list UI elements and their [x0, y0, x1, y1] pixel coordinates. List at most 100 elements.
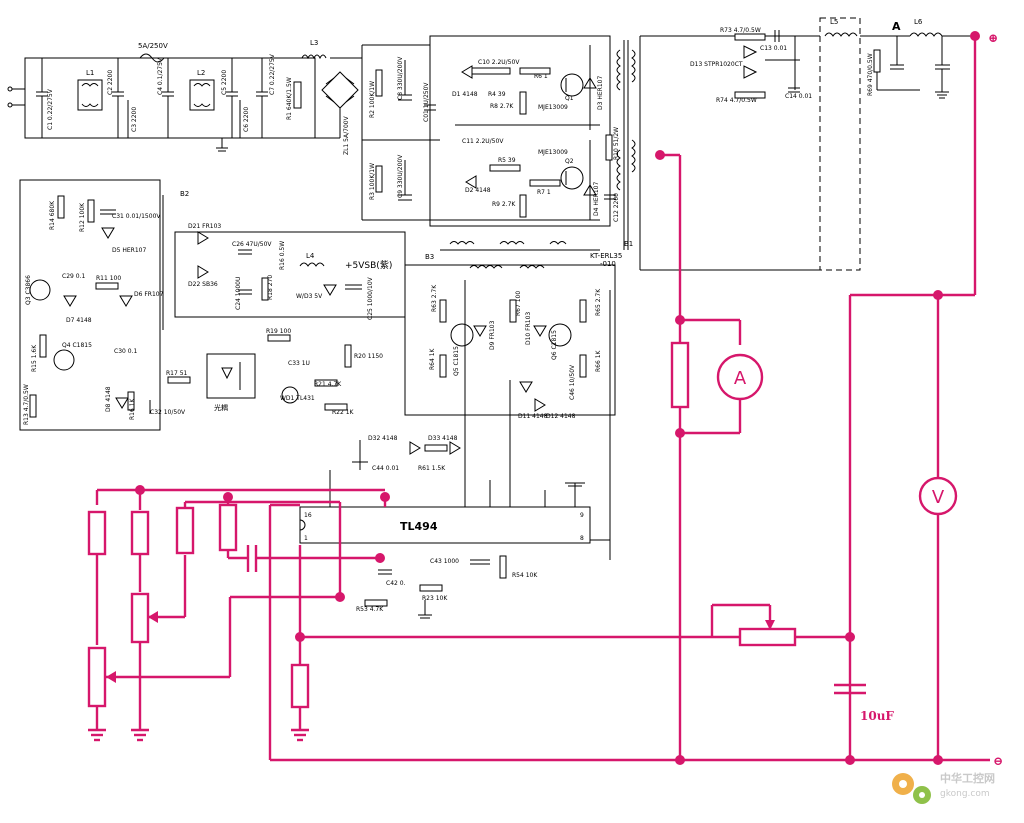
b1-part2-label: -010: [600, 260, 616, 268]
r8-label: R8 2.7K: [490, 103, 514, 110]
l3-label: L3: [310, 39, 318, 47]
r74-label: R74 4.7/0.5W: [716, 97, 757, 104]
load-resistor: [670, 341, 690, 409]
r69-label: R69 470/0.5W: [867, 53, 874, 96]
l5-label: L5: [830, 18, 838, 26]
r11-label: R11 100: [96, 275, 121, 282]
minus-terminal: ⊖: [993, 754, 1003, 768]
d13-label: D13 STPR1020CT: [690, 61, 743, 68]
r16-label: R16 1K: [129, 397, 136, 420]
q4-label: Q4 C1815: [62, 342, 92, 349]
q3-label: Q3 C3866: [25, 275, 32, 305]
b2-label: B2: [180, 190, 189, 198]
b1-part-label: KT-ERL35: [590, 252, 622, 260]
r20-label: R20 1150: [354, 353, 383, 360]
l6-label: L6: [914, 18, 923, 26]
d5-label: D5 HER107: [112, 247, 146, 254]
labels: TL494 16 1 9 8 5A/250V +5VSB(紫) 光耦 10uF …: [23, 18, 1003, 768]
d12-label: D12 4148: [546, 413, 576, 420]
watermark: 中华工控网 gkong.com: [892, 771, 995, 804]
r13-label: R13 4.7/0.5W: [23, 384, 30, 425]
ammeter-label: A: [734, 368, 747, 389]
d6-label: D6 FR107: [134, 291, 164, 298]
c8-label: C8 330U/200V: [397, 56, 404, 100]
c43-label: C43 1000: [430, 558, 459, 565]
r10-label: R10 51/2W: [613, 127, 620, 160]
optocoupler-label: 光耦: [214, 403, 228, 412]
c5-label: C5 2200: [221, 70, 228, 95]
c33-label: C33 1U: [288, 360, 310, 367]
d1-label: D1 4148: [452, 91, 478, 98]
r64-label: R64 1K: [429, 347, 436, 370]
d2-label: D2 4148: [465, 187, 491, 194]
feedback-potentiometer: [738, 627, 797, 647]
r54-label: R54 10K: [512, 572, 538, 579]
c01-label: C01 1U/250V: [423, 82, 430, 122]
c31-label: C31 0.01/1500V: [112, 213, 161, 220]
tl494-chip: [299, 280, 611, 619]
tl494-body: [299, 506, 591, 544]
r1-label: R1 640K/1.5W: [286, 77, 293, 120]
c4-label: C4 0.1/275V: [157, 57, 164, 95]
q1-label: Q1: [565, 95, 574, 102]
d22-label: D22 SB36: [188, 281, 218, 288]
r66-label: R66 1K: [595, 349, 602, 372]
r65-label: R65 2.7K: [595, 288, 602, 316]
plus-terminal: ⊕: [988, 31, 998, 45]
voltmeter: [918, 476, 958, 516]
standby-label: +5VSB(紫): [345, 260, 392, 271]
c10-label: C10 2.2U/50V: [478, 59, 520, 66]
r23-label: R23 10K: [422, 595, 448, 602]
r67-label: R67 100: [515, 291, 522, 316]
fuse-label: 5A/250V: [138, 42, 168, 50]
b3-label: B3: [425, 253, 434, 261]
current-marker: A: [892, 20, 901, 33]
c29-label: C29 0.1: [62, 273, 85, 280]
output-filter: [819, 17, 975, 271]
c7-label: C7 0.22/275V: [269, 53, 276, 95]
zl1-label: ZL1 5A/700V: [343, 115, 350, 155]
watermark-domain: gkong.com: [940, 789, 990, 799]
secondary-rectifier: [734, 30, 800, 99]
mains-input-filter: [7, 53, 327, 152]
r6-label: R6 1: [534, 73, 548, 80]
main-transformer: [440, 35, 820, 271]
pin-9-label: 9: [580, 512, 584, 519]
pin-1-label: 1: [304, 535, 308, 542]
r53-label: R53 4.7K: [356, 606, 384, 613]
r14-label: R14 680K: [49, 200, 56, 230]
c30-label: C30 0.1: [114, 348, 137, 355]
modification-overlay: [87, 31, 990, 765]
switching-transistors: [429, 35, 611, 227]
c13-label: C13 0.01: [760, 45, 787, 52]
feedback-diodes: [352, 440, 461, 470]
d8-label: D8 4148: [105, 386, 112, 412]
r5-label: R5 39: [498, 157, 516, 164]
wd1-label: WD1 TL431: [280, 395, 315, 402]
c46-label: C46 10/50V: [569, 364, 576, 400]
b1-label: B1: [624, 240, 633, 248]
c11-label: C11 2.2U/50V: [462, 138, 504, 145]
r21-label: R21 4.7K: [314, 381, 342, 388]
r9-label: R9 2.7K: [492, 201, 516, 208]
c32-label: C32 10/50V: [150, 409, 186, 416]
d32-label: D32 4148: [368, 435, 398, 442]
auxiliary-supply: [19, 179, 256, 431]
c1-label: C1 0.22/275V: [47, 88, 54, 130]
watermark-name: 中华工控网: [940, 771, 995, 785]
c2-label: C2 2200: [107, 70, 114, 95]
c44-label: C44 0.01: [372, 465, 399, 472]
r63-label: R63 2.7K: [431, 284, 438, 312]
c6-label: C6 2200: [243, 107, 250, 132]
r7-label: R7 1: [537, 189, 551, 196]
d10-label: D10 FR103: [525, 312, 532, 345]
output-cap-label: 10uF: [860, 709, 894, 723]
q6-label: Q6 C1815: [551, 330, 558, 360]
d4-label: D4 HER107: [593, 182, 600, 216]
pin-8-label: 8: [580, 535, 584, 542]
ic-label: TL494: [400, 520, 438, 533]
c42-label: C42 0.: [386, 580, 406, 587]
r73-label: R73 4.7/0.5W: [720, 27, 761, 34]
